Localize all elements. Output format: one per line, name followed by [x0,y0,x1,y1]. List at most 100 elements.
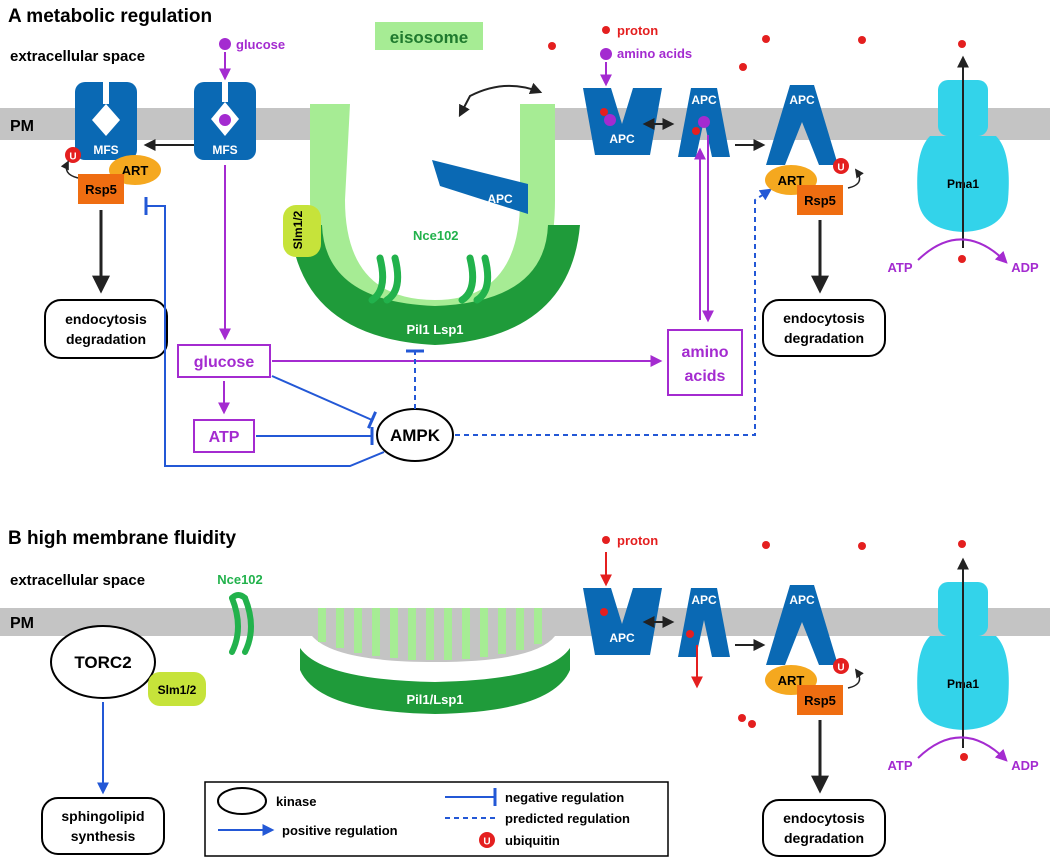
endocytosis-right-a-line2: degradation [784,330,864,346]
legend: kinase positive regulation negative regu… [204,781,669,857]
apc-transporter-a1 [583,88,662,155]
endocytosis-box-b [762,799,886,857]
torc2-kinase [50,625,156,699]
apc-b1-label: APC [609,631,635,645]
nce102-label-b: Nce102 [217,572,263,587]
endocytosis-b-line1: endocytosis [783,810,865,826]
amino-box-line1: amino [681,344,728,361]
extracellular-label-a: extracellular space [10,48,145,65]
atp-hydrolysis-arrow-a [917,238,1008,264]
eisosome-flattened-b [300,608,570,714]
pm-label-b: PM [10,615,34,632]
legend-negative-label: negative regulation [505,790,624,805]
art-right-a-label: ART [778,173,805,188]
ampk-inhibits-art-left [144,197,385,467]
pm-label-a: PM [10,118,34,135]
mfs-transporter-1 [75,82,137,160]
atp-box-label: ATP [209,429,240,446]
ubiquitination-arrow-left [60,160,79,179]
rsp5-left [78,174,124,204]
pil1-lsp1-label-b: Pil1/Lsp1 [406,692,463,707]
slm-label-b: Slm1/2 [158,683,197,697]
proton-dot-a [602,26,610,34]
slm-b [148,672,206,706]
apc-embedded [432,160,528,214]
apc-a1-label: APC [609,132,635,146]
amino-acid-molecule [600,48,612,60]
ubiquitin-b-label: U [837,663,844,674]
apc-transporter-a3 [766,85,838,165]
endocytosis-left-line2: degradation [66,331,146,347]
legend-ubiquitin-symbol [479,832,495,848]
apc-a3-label: APC [789,93,815,107]
panel-a-title: A metabolic regulation [8,6,212,27]
atp-box [193,419,255,453]
proton-dot-b [602,536,610,544]
endocytosis-left-line1: endocytosis [65,311,147,327]
apc-transporter-b1 [583,588,662,655]
ubiquitin-right-a [833,158,849,174]
rsp5-left-label: Rsp5 [85,182,117,197]
endocytosis-b-line2: degradation [784,830,864,846]
apc-transporter-a2 [678,88,730,157]
mfs2-label: MFS [212,143,237,157]
eisosome-furrow-a [290,104,580,345]
extracellular-label-b: extracellular space [10,572,145,589]
pil1-lsp1-band-a [290,225,580,345]
glucose-in-label: glucose [236,37,285,52]
apc-furrow-exchange-arrow [458,82,543,118]
ubiquitin-left [65,147,81,163]
mfs1-label: MFS [93,143,118,157]
ubiquitination-arrow-b [847,668,864,689]
proton-label-b: proton [617,533,658,548]
proton-label-a: proton [617,23,658,38]
ubiquitin-b [833,658,849,674]
glucose-inhibits-ampk [271,375,377,429]
pma1-atp-label-a: ATP [887,260,912,275]
ubiquitin-left-label: U [69,152,76,163]
glucose-molecule [219,38,231,50]
pma1-adp-label-b: ADP [1011,758,1039,773]
glucose-box [177,344,271,378]
slm-label-a: Slm1/2 [291,210,305,249]
protons-scatter-b [600,540,968,761]
nce102-b [229,592,254,655]
amino-acids-in-label: amino acids [617,46,692,61]
rsp5-right-a [797,185,843,215]
legend-ubiquitin-symbol-label: U [483,837,490,848]
apc-a2-label: APC [691,93,717,107]
ampk-label: AMPK [390,426,441,445]
legend-kinase-symbol [217,787,267,815]
endocytosis-right-a-line1: endocytosis [783,310,865,326]
glucose-box-label: glucose [194,354,255,371]
eisosome-label-box [375,22,483,50]
pma1-atp-label-b: ATP [887,758,912,773]
sphingolipid-line1: sphingolipid [61,808,144,824]
pil1-lsp1-band-b [300,648,570,714]
ubiquitin-right-a-label: U [837,163,844,174]
legend-predicted-label: predicted regulation [505,811,630,826]
rsp5-b-label: Rsp5 [804,693,836,708]
amino-box-line2: acids [685,368,726,385]
sphingolipid-line2: synthesis [71,828,136,844]
apc-b2-label: APC [691,593,717,607]
eisosome-stripes-b [318,608,542,660]
torc2-label: TORC2 [74,653,131,672]
art-left-label: ART [122,163,149,178]
rsp5-right-a-label: Rsp5 [804,193,836,208]
mfs-transporter-2 [194,82,256,160]
amino-acids-box [667,329,743,396]
ubiquitination-arrow-right-a [847,168,864,189]
rsp5-b [797,685,843,715]
apc-transporter-b3 [766,585,838,665]
legend-ubiquitin-label: ubiquitin [505,833,560,848]
endocytosis-box-right-a [762,299,886,357]
slm-a [283,205,321,257]
eisosome-label: eisosome [390,28,468,47]
sphingolipid-box [41,797,165,855]
nce102-a [368,254,492,304]
legend-kinase-label: kinase [276,794,316,809]
pil1-lsp1-label-a: Pil1 Lsp1 [406,322,463,337]
